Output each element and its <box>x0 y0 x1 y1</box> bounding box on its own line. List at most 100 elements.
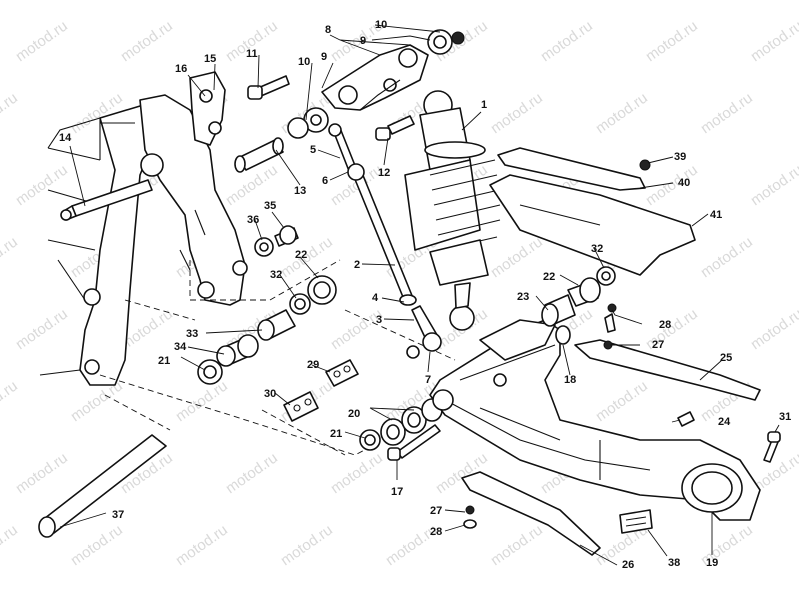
callout-29: 29 <box>307 359 319 371</box>
chain-slider-25 <box>574 339 761 401</box>
callout-35: 35 <box>264 200 276 212</box>
watermark-text: motod.ru <box>13 17 71 65</box>
callout-27a: 27 <box>430 505 442 517</box>
tie-rod-2 <box>347 163 417 306</box>
callout-8: 8 <box>325 24 331 36</box>
watermark-text: motod.ru <box>748 17 799 65</box>
watermark-text: motod.ru <box>698 89 756 137</box>
spacer-33 <box>257 309 296 341</box>
fastener-24 <box>677 411 695 427</box>
callout-6: 6 <box>322 175 328 187</box>
link-rod-5-6 <box>328 123 357 172</box>
frame <box>39 71 248 386</box>
watermark-text: motod.ru <box>748 305 799 353</box>
callout-22a: 22 <box>295 249 307 261</box>
bushing-22-lower <box>567 277 601 307</box>
watermark-text: motod.ru <box>0 233 21 281</box>
callout-27b: 27 <box>652 339 664 351</box>
callout-40: 40 <box>678 177 690 189</box>
assembly-outline <box>99 259 461 456</box>
bearing-21-lower <box>359 429 381 451</box>
decal-38 <box>619 509 653 534</box>
callout-25: 25 <box>720 352 732 364</box>
callout-34: 34 <box>174 341 187 353</box>
callout-20: 20 <box>348 408 360 420</box>
bearing-10-left <box>287 107 329 139</box>
axle-bolt-14 <box>60 179 153 221</box>
bush-34 <box>216 334 259 367</box>
callout-24: 24 <box>718 416 731 428</box>
watermark-text: motod.ru <box>593 89 651 137</box>
watermark-text: motod.ru <box>538 17 596 65</box>
callout-12: 12 <box>378 167 390 179</box>
callout-17: 17 <box>391 486 403 498</box>
bolt-11 <box>247 75 290 100</box>
watermark-text: motod.ru <box>68 521 126 569</box>
callout-19: 19 <box>706 557 718 569</box>
callout-18: 18 <box>564 374 576 386</box>
seal-30 <box>283 391 319 422</box>
callout-15: 15 <box>204 53 216 65</box>
callout-37: 37 <box>112 509 124 521</box>
bush-18 <box>555 325 571 345</box>
watermark-text: motod.ru <box>698 233 756 281</box>
callout-31: 31 <box>779 411 791 423</box>
callout-28a: 28 <box>430 526 442 538</box>
callout-30: 30 <box>264 388 276 400</box>
bushing-23 <box>541 294 576 327</box>
callout-23: 23 <box>517 291 529 303</box>
callout-21a: 21 <box>158 355 170 367</box>
watermark-text: motod.ru <box>488 521 546 569</box>
callout-9b: 9 <box>321 51 327 63</box>
seal-29 <box>325 359 359 387</box>
bearing-21-upper <box>197 359 223 385</box>
pin-13 <box>234 137 284 173</box>
callout-7: 7 <box>425 374 431 386</box>
shock-absorber-1 <box>404 90 501 331</box>
watermark-text: motod.ru <box>13 305 71 353</box>
watermark-text: motod.ru <box>643 17 701 65</box>
watermark-text: motod.ru <box>0 89 21 137</box>
bolt-35 <box>274 225 299 247</box>
fastener-28 <box>604 303 617 333</box>
watermark-text: motod.ru <box>328 449 386 497</box>
callout-28b: 28 <box>659 319 671 331</box>
bolt-31 <box>763 431 781 463</box>
callout-32a: 32 <box>270 269 282 281</box>
bushing-32-lower <box>596 266 616 286</box>
watermark-text: motod.ru <box>593 377 651 425</box>
watermark-text: motod.ru <box>278 521 336 569</box>
callout-10b: 10 <box>298 56 310 68</box>
watermark-text: motod.ru <box>173 521 231 569</box>
bushing-32-upper <box>289 293 311 315</box>
bearing-10-top <box>427 29 465 55</box>
callout-10a: 10 <box>375 19 387 31</box>
callout-38: 38 <box>668 557 680 569</box>
callout-16: 16 <box>175 63 187 75</box>
callout-3: 3 <box>376 314 382 326</box>
watermark-text: motod.ru <box>13 449 71 497</box>
callout-2: 2 <box>354 259 360 271</box>
watermark-text: motod.ru <box>118 17 176 65</box>
watermark-text: motod.ru <box>328 305 386 353</box>
callout-14: 14 <box>59 132 72 144</box>
bolt-17 <box>387 424 441 461</box>
callout-21b: 21 <box>330 428 342 440</box>
watermark-text: motod.ru <box>173 377 231 425</box>
callout-39: 39 <box>674 151 686 163</box>
watermark-text: motod.ru <box>223 449 281 497</box>
callout-26: 26 <box>622 559 634 571</box>
watermark-text: motod.ru <box>0 521 21 569</box>
bolt-12 <box>375 115 415 141</box>
callout-22b: 22 <box>543 271 555 283</box>
chain-guard-41 <box>489 147 696 276</box>
leader-lines <box>59 24 780 566</box>
callout-32b: 32 <box>591 243 603 255</box>
callout-11: 11 <box>246 48 258 60</box>
watermark-text: motod.ru <box>13 161 71 209</box>
callout-33: 33 <box>186 328 198 340</box>
watermark-text: motod.ru <box>643 161 701 209</box>
watermark-text: motod.ru <box>488 233 546 281</box>
axle-37 <box>38 434 167 538</box>
